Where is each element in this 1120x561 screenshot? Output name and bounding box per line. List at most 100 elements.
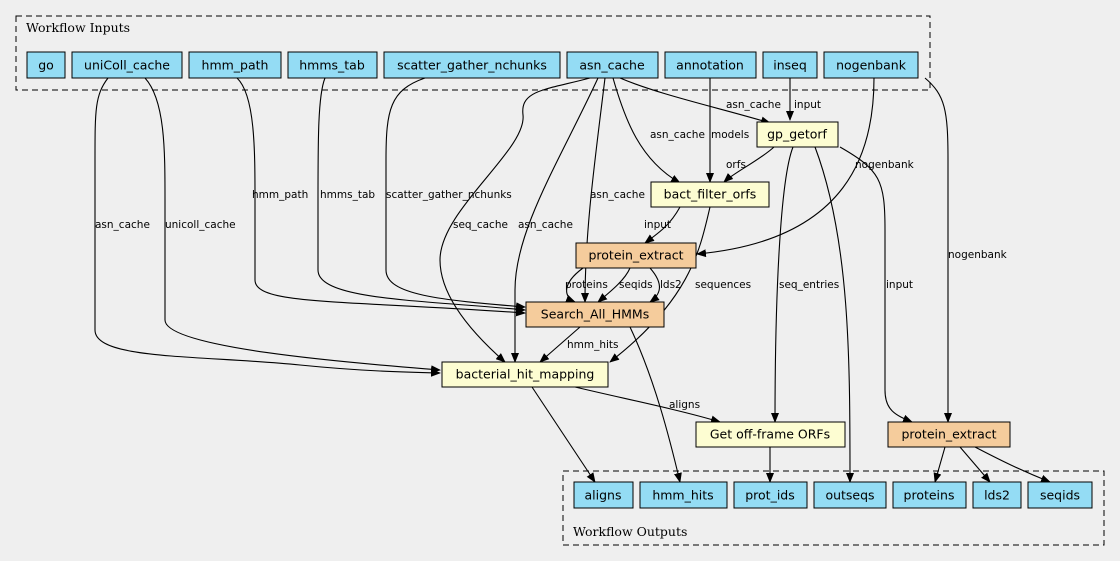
input-node-hmms-tab[interactable]: hmms_tab <box>287 51 378 79</box>
edge-getorf-to-offframe <box>771 146 794 423</box>
edge-hmms-to-mapping <box>539 326 581 363</box>
edge-label-nogenbank-extract-a: nogenbank <box>855 159 915 171</box>
output-node-prot-ids[interactable]: prot_ids <box>733 481 808 509</box>
edge-hmms-tab-to-hmms <box>317 77 526 314</box>
edge-nogenbank-to-extract-a <box>696 77 875 258</box>
output-node-seqids[interactable]: seqids <box>1027 481 1093 509</box>
edge-unicoll-asn-to-mapping <box>94 77 441 377</box>
tool-node-get-offframe-orfs[interactable]: Get off-frame ORFs <box>695 421 846 448</box>
tool-node-gp-getorf[interactable]: gp_getorf <box>756 121 839 148</box>
edge-label-sequences: sequences <box>695 279 751 291</box>
output-node-aligns[interactable]: aligns <box>573 481 634 509</box>
tool-node-bacterial-hit-mapping[interactable]: bacterial_hit_mapping <box>441 361 609 388</box>
edge-label-inseq-getorf: input <box>794 99 821 111</box>
edge-asn-cache-to-hmms <box>581 77 606 303</box>
output-node-proteins[interactable]: proteins <box>892 481 967 509</box>
input-node-hmm-path-label: hmm_path <box>202 58 269 73</box>
edge-getorf-to-filter <box>723 146 775 183</box>
edge-label-annotation-filter: models <box>711 129 749 141</box>
tool-node-bact-filter-orfs[interactable]: bact_filter_orfs <box>650 181 770 208</box>
subworkflow-node-protein-extract-b-label: protein_extract <box>901 427 996 442</box>
edge-label-filter-extract-a: input <box>644 219 671 231</box>
edge-getorf-to-outseqs <box>814 146 854 483</box>
output-node-hmm-hits[interactable]: hmm_hits <box>639 481 728 509</box>
edge-mapping-to-offframe <box>574 386 721 424</box>
edge-asn-cache-to-filter <box>612 77 681 184</box>
edge-label-hmm-path: hmm_path <box>252 189 308 201</box>
input-node-annotation-label: annotation <box>676 58 744 73</box>
edge-extract-b-to-proteins <box>933 446 946 483</box>
output-node-aligns-label: aligns <box>585 488 622 503</box>
edge-label-getorf-extract-b: input <box>886 279 913 291</box>
subworkflow-node-search-all-hmms[interactable]: Search_All_HMMs <box>525 301 665 328</box>
input-node-unicoll-cache[interactable]: uniColl_cache <box>71 51 183 79</box>
edge-label-scatter: scatter_gather_nchunks <box>386 189 512 201</box>
edge-label-aligns: aligns <box>669 399 700 411</box>
input-node-asn-cache[interactable]: asn_cache <box>566 51 659 79</box>
tool-node-bact-filter-orfs-label: bact_filter_orfs <box>664 187 757 202</box>
output-node-hmm-hits-label: hmm_hits <box>652 488 713 503</box>
tool-node-bacterial-hit-mapping-label: bacterial_hit_mapping <box>456 367 595 382</box>
input-node-hmm-path[interactable]: hmm_path <box>188 51 282 79</box>
output-node-lds2[interactable]: lds2 <box>972 481 1022 509</box>
edge-label-unicoll: unicoll_cache <box>165 219 236 231</box>
edge-mapping-to-aligns <box>531 386 596 483</box>
input-node-nogenbank-label: nogenbank <box>836 58 907 73</box>
input-node-unicoll-cache-label: uniColl_cache <box>84 58 170 73</box>
input-node-scatter-gather-nchunks-label: scatter_gather_nchunks <box>397 58 547 73</box>
edge-label-seqids: seqids <box>619 279 653 291</box>
output-node-outseqs[interactable]: outseqs <box>813 481 887 509</box>
edge-hmm-path-to-hmms <box>236 77 526 317</box>
edge-label-unicoll-asn: asn_cache <box>95 219 150 231</box>
edges <box>94 77 1051 483</box>
edge-asn-cache-to-mapping-seq <box>439 77 591 363</box>
edge-label-asn-cache-hmms: asn_cache <box>590 189 645 201</box>
subworkflow-node-search-all-hmms-label: Search_All_HMMs <box>541 307 649 322</box>
edge-label-asn-cache-getorf: asn_cache <box>726 99 781 111</box>
input-node-asn-cache-label: asn_cache <box>579 58 645 73</box>
input-node-hmms-tab-label: hmms_tab <box>299 58 365 73</box>
edge-label-asn-cache-mapping: asn_cache <box>518 219 573 231</box>
output-node-seqids-label: seqids <box>1040 488 1080 503</box>
workflow-inputs-cluster: Workflow Inputs <box>15 15 931 91</box>
edge-label-hmms-tab: hmms_tab <box>320 189 375 201</box>
input-node-scatter-gather-nchunks[interactable]: scatter_gather_nchunks <box>383 51 561 79</box>
edge-unicoll-to-mapping <box>144 77 441 374</box>
edge-lds2-to-hmms <box>649 267 660 303</box>
input-node-annotation[interactable]: annotation <box>664 51 757 79</box>
input-node-nogenbank[interactable]: nogenbank <box>823 51 919 79</box>
edge-filter-to-extract-a <box>644 206 681 244</box>
subworkflow-node-protein-extract-a[interactable]: protein_extract <box>575 242 697 269</box>
workflow-outputs-cluster: Workflow Outputs <box>562 470 1105 546</box>
output-node-lds2-label: lds2 <box>984 488 1010 503</box>
input-node-go-label: go <box>38 58 54 73</box>
edge-scatter-to-hmms <box>385 77 526 311</box>
edge-labels: asn_cache input asn_cache models orfs no… <box>95 99 1008 411</box>
edge-proteins-to-hmms <box>565 267 584 303</box>
edge-seqids-to-hmms <box>597 267 631 303</box>
edge-label-asn-cache-filter: asn_cache <box>650 129 705 141</box>
output-node-proteins-label: proteins <box>904 488 955 503</box>
edge-asn-cache-to-mapping <box>511 77 599 363</box>
subworkflow-node-protein-extract-b[interactable]: protein_extract <box>887 421 1011 448</box>
edge-extract-b-to-seqids <box>974 446 1051 483</box>
input-node-inseq-label: inseq <box>773 58 807 73</box>
edge-label-getorf-filter: orfs <box>726 159 746 171</box>
workflow-outputs-label: Workflow Outputs <box>573 524 687 539</box>
edge-label-nogenbank-extract-b: nogenbank <box>948 249 1008 261</box>
edge-asn-cache-to-getorf <box>619 77 771 125</box>
edge-label-proteins: proteins <box>565 279 608 291</box>
input-node-go[interactable]: go <box>26 51 66 79</box>
edge-extract-b-to-lds2 <box>959 446 991 483</box>
edge-label-seq-cache: seq_cache <box>453 219 508 231</box>
edge-getorf-to-extract-b <box>839 146 913 423</box>
edge-label-hmm-hits: hmm_hits <box>567 339 619 351</box>
subworkflow-node-protein-extract-a-label: protein_extract <box>588 248 683 263</box>
edge-label-lds2: lds2 <box>660 279 682 291</box>
output-node-outseqs-label: outseqs <box>825 488 874 503</box>
tool-node-get-offframe-orfs-label: Get off-frame ORFs <box>710 427 830 442</box>
input-node-inseq[interactable]: inseq <box>762 51 818 79</box>
edge-label-seq-entries: seq_entries <box>779 279 839 291</box>
